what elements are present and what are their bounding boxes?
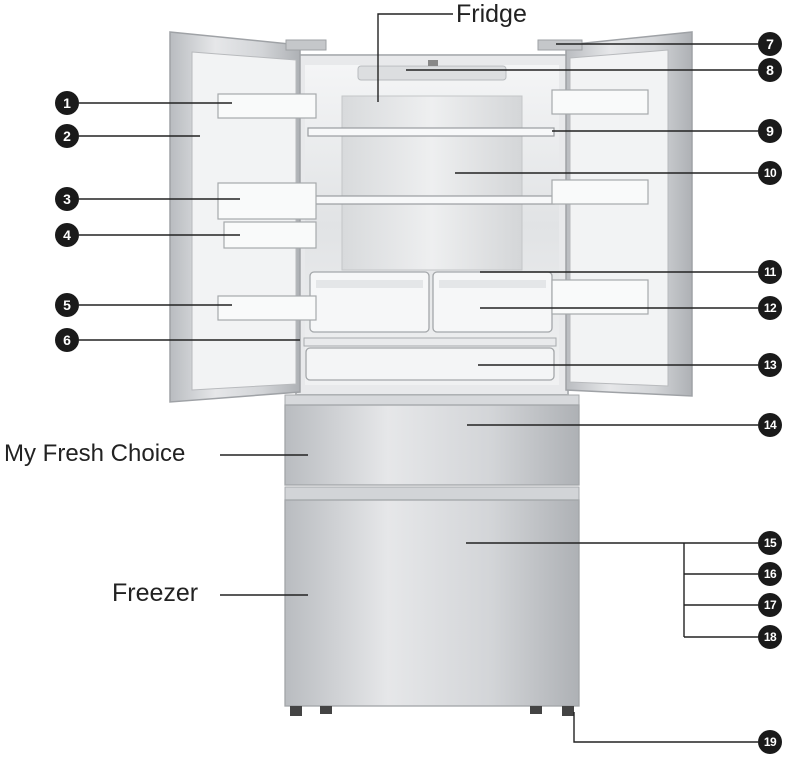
callout-14: 14	[758, 413, 782, 437]
callout-5: 5	[55, 293, 79, 317]
callout-6: 6	[55, 328, 79, 352]
callout-7: 7	[758, 32, 782, 56]
callout-10: 10	[758, 161, 782, 185]
callout-17: 17	[758, 593, 782, 617]
callout-12: 12	[758, 296, 782, 320]
callout-16: 16	[758, 562, 782, 586]
callout-8: 8	[758, 58, 782, 82]
right-door	[537, 31, 693, 397]
lower-drawers	[284, 394, 580, 716]
callout-4: 4	[55, 223, 79, 247]
callout-9: 9	[758, 119, 782, 143]
callout-13: 13	[758, 353, 782, 377]
my-fresh-choice-label: My Fresh Choice	[4, 440, 186, 467]
callout-2: 2	[55, 124, 79, 148]
callout-1: 1	[55, 91, 79, 115]
callout-15: 15	[758, 531, 782, 555]
crisper-drawers	[309, 271, 553, 333]
callout-11: 11	[758, 260, 782, 284]
fridge-label: Fridge	[456, 0, 527, 28]
freezer-label: Freezer	[112, 579, 199, 607]
callout-3: 3	[55, 187, 79, 211]
callout-18: 18	[758, 625, 782, 649]
callout-19: 19	[758, 730, 782, 754]
leader-lines	[79, 13, 758, 743]
bottom-slide-drawer	[303, 337, 557, 381]
